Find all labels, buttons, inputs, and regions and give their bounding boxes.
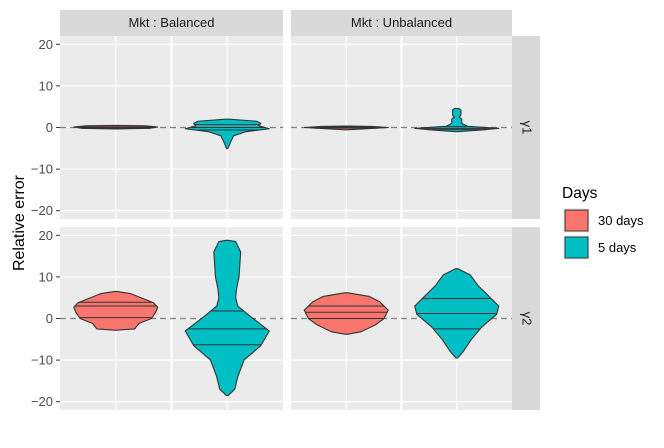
y-tick-label: 20 [39,228,53,243]
column-strip [60,10,283,36]
y-tick-label: 0 [46,311,53,326]
y-tick-label: 10 [39,269,53,284]
legend-key-1 [564,236,589,259]
violin-5-days [184,118,270,149]
row-strip-label: γ1 [520,121,535,135]
y-tick-label: −20 [31,203,53,218]
y-tick-label: −20 [31,394,53,409]
y-tick-label: 0 [46,120,53,135]
panel-0-1 [60,227,283,410]
y-tick-label: 20 [39,37,53,52]
axes-layer: −20 −10 0 10 20 −20 −10 0 10 20 [31,37,60,409]
y-tick-label: −10 [31,162,53,177]
panel-0-0 [60,36,283,219]
column-strip [291,10,512,36]
y-axis-label: Relative error [11,174,28,271]
violin-30-days [73,290,159,331]
panel-1-1 [291,227,512,410]
violin-5-days [414,107,500,133]
panel-1-0 [291,36,512,219]
legend-title: Days [562,185,598,202]
legend-entry-label: 5 days [598,240,637,255]
column-strip-label: Mkt : Unbalanced [351,15,452,30]
violin-5-days [184,239,270,396]
panels-layer [60,36,512,410]
y-tick-label: −10 [31,353,53,368]
row-strip [512,36,540,219]
row-strip-label: γ2 [520,312,535,326]
column-strip-label: Mkt : Balanced [129,15,215,30]
legend-entry-label: 30 days [598,213,644,228]
y-tick-label: 10 [39,78,53,93]
legend: Days 30 days 5 days [562,185,644,260]
violin-30-days [303,292,389,335]
row-strip [512,227,540,410]
strips-layer: Mkt : Balanced Mkt : Unbalanced γ1 γ2 [60,10,540,410]
legend-key-0 [564,209,589,232]
